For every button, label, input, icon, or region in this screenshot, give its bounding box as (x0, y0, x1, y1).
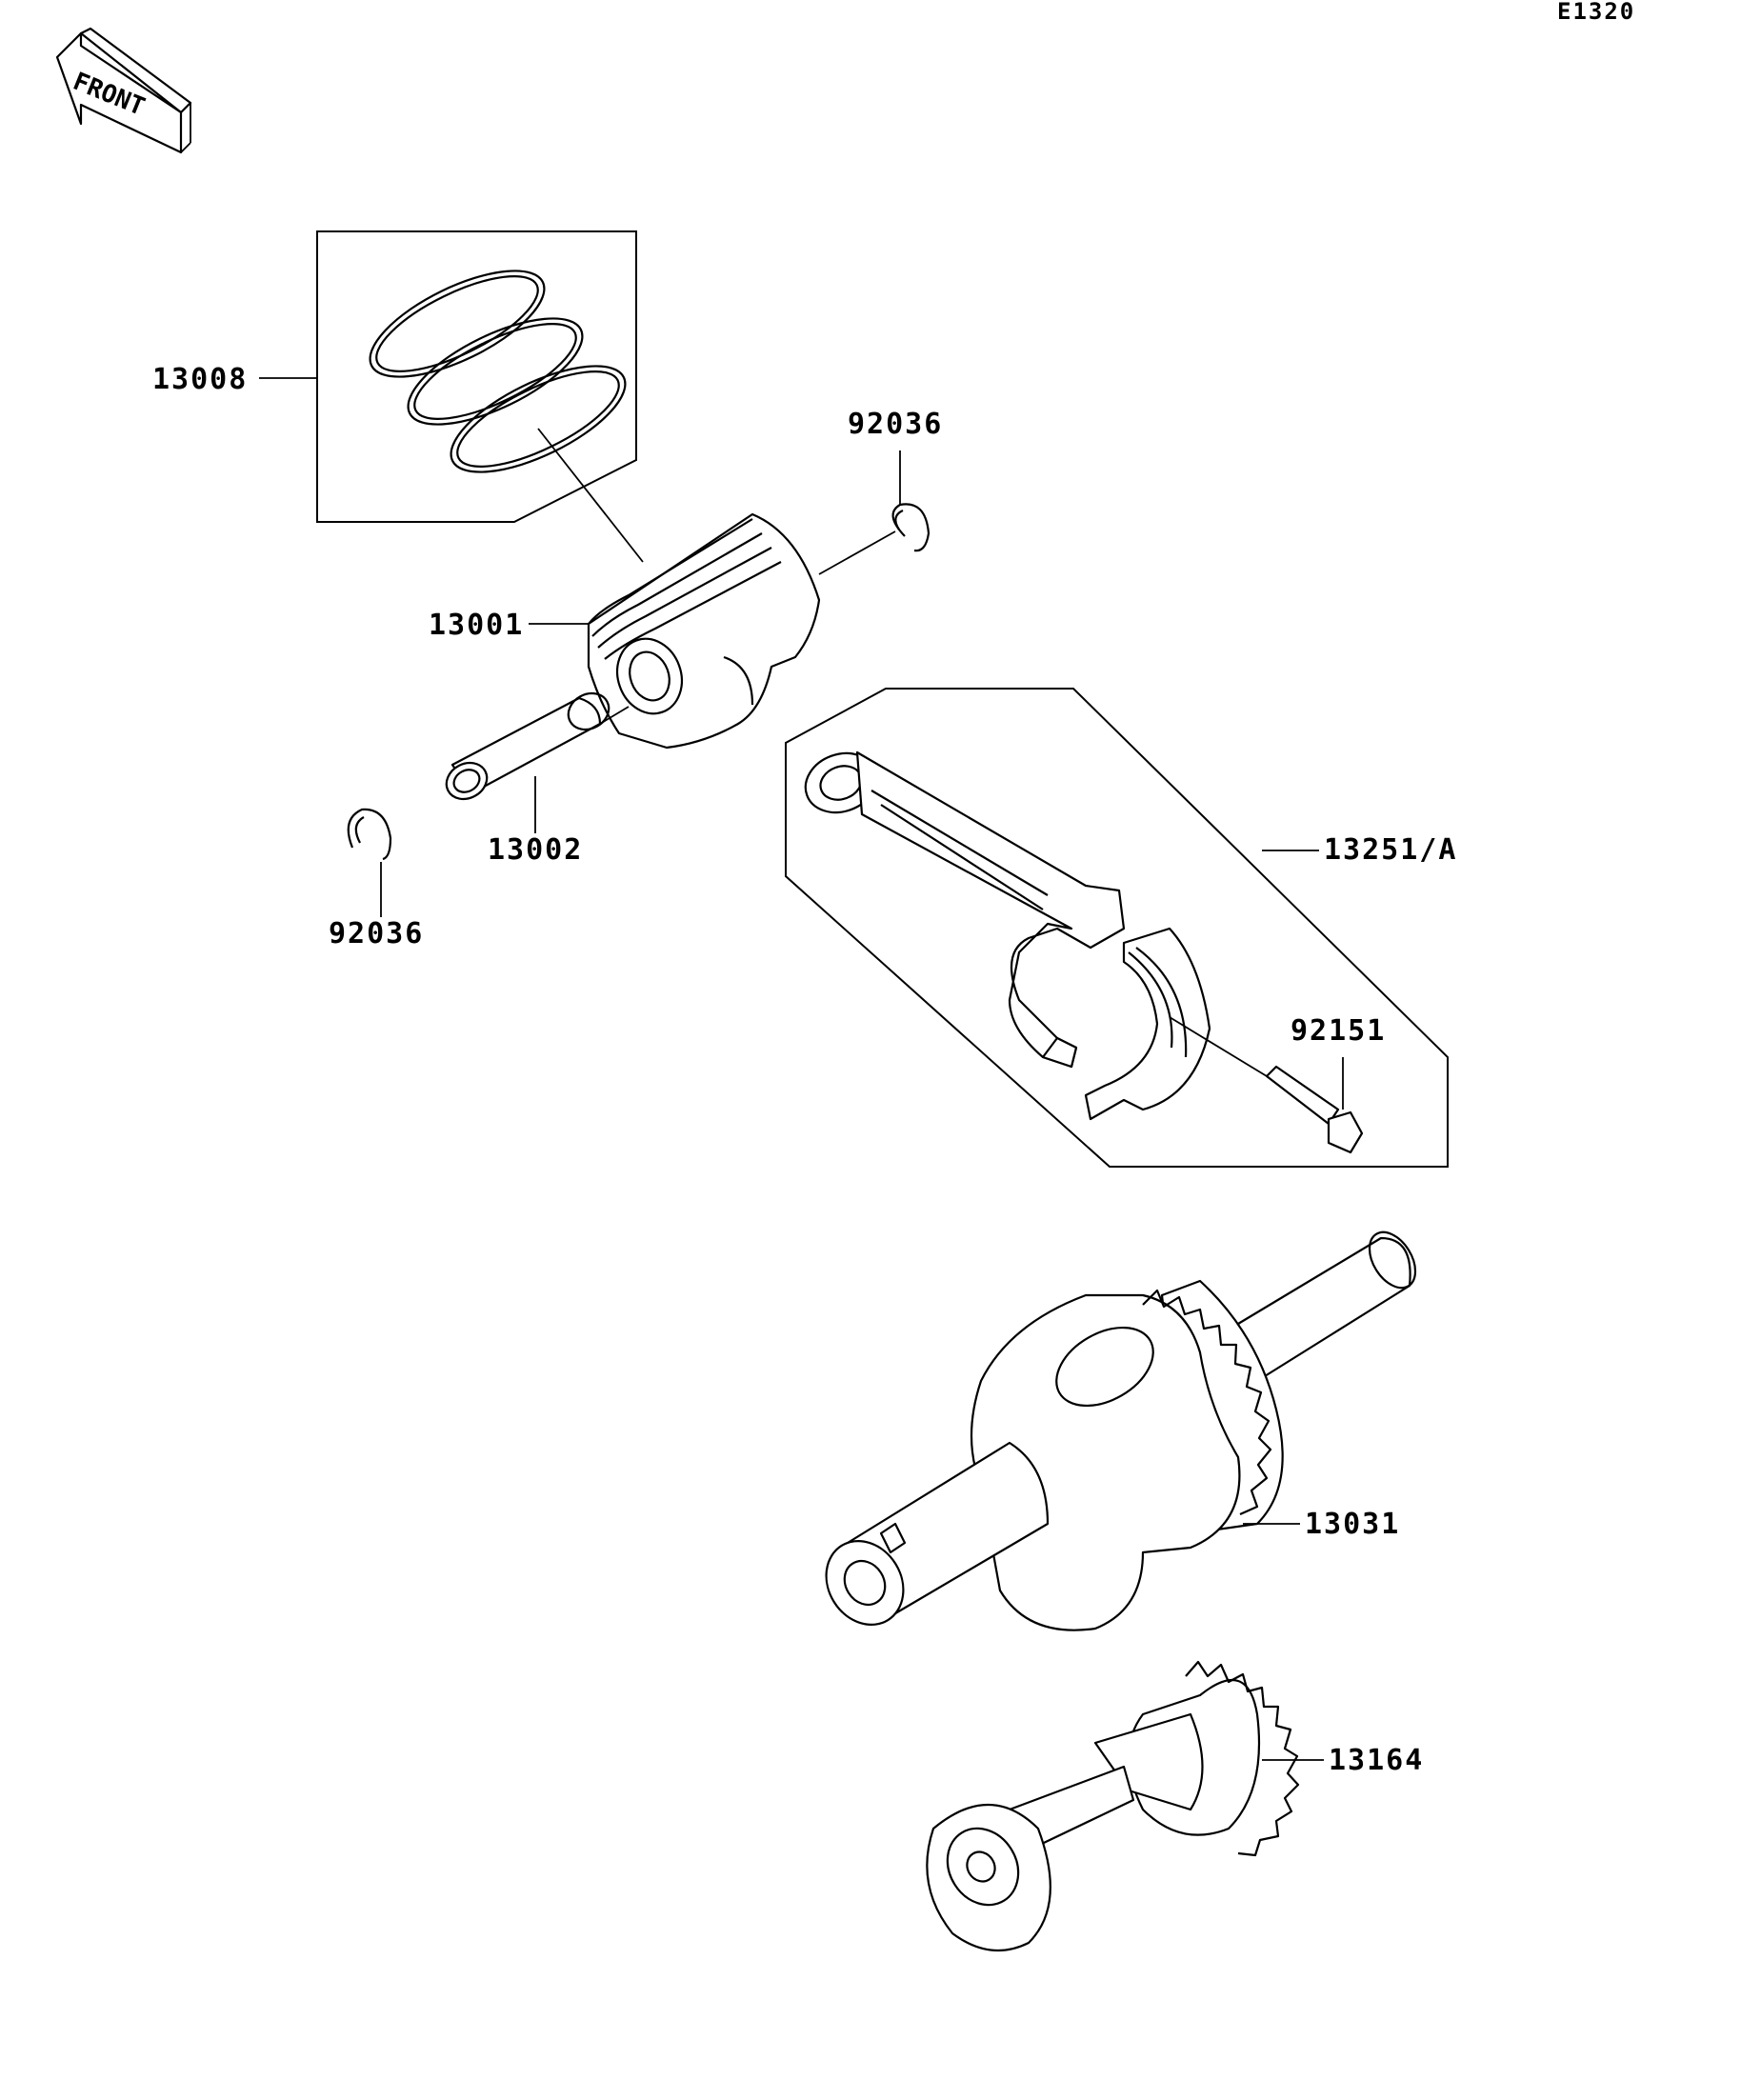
label-13001: 13001 (429, 609, 524, 642)
piston-ring-1 (369, 270, 546, 378)
piston-rings-group (259, 230, 644, 563)
label-13251a: 13251/A (1324, 833, 1457, 867)
piston-ring-2 (407, 317, 584, 426)
label-13008: 13008 (152, 363, 248, 396)
piston (587, 512, 821, 750)
conrod-cap (1084, 927, 1211, 1121)
diagram-code: E1320 (1557, 0, 1635, 25)
piston-pin (445, 691, 610, 801)
label-13031: 13031 (1305, 1508, 1400, 1541)
crankshaft (825, 1230, 1417, 1631)
label-92036-top: 92036 (848, 408, 943, 441)
label-92151: 92151 (1291, 1014, 1386, 1048)
connecting-rod (804, 750, 1126, 1069)
conrod-box (785, 688, 1449, 1168)
balancer-shaft (926, 1660, 1300, 1952)
label-92036-bottom: 92036 (329, 917, 424, 950)
label-13002: 13002 (488, 833, 583, 867)
crank-gear-icon (1142, 1289, 1272, 1516)
circlip-top (891, 503, 931, 552)
circlip-bottom (347, 808, 392, 861)
piston-ring-3 (450, 365, 627, 473)
label-13164: 13164 (1329, 1744, 1424, 1777)
conrod-bolt (1265, 1065, 1364, 1154)
front-arrow-icon: FRONT (55, 27, 192, 154)
